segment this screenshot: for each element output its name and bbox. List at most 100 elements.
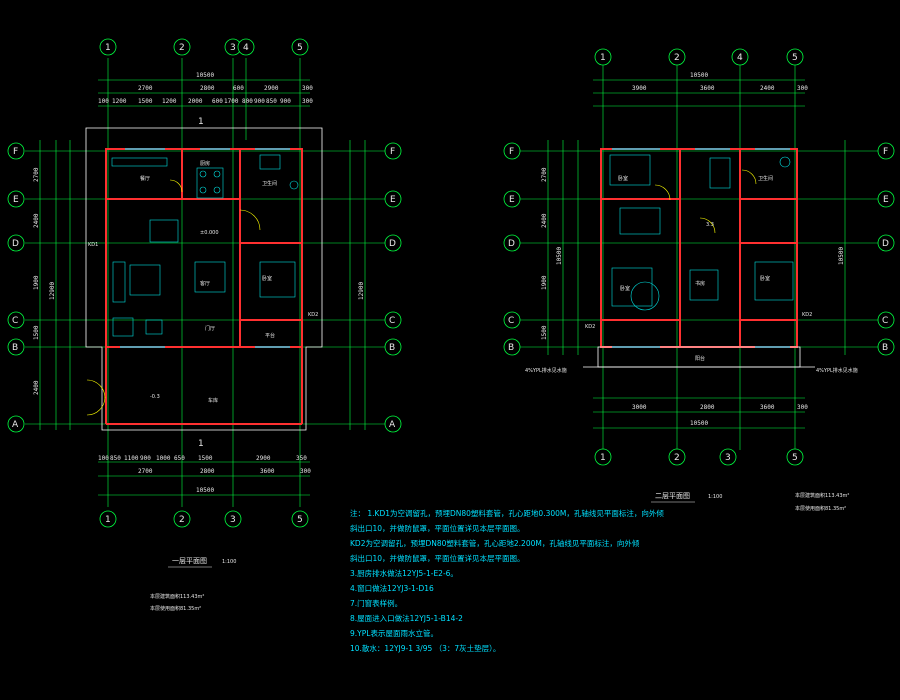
note-line-10: 10.散水：12YJ9-1 3/95 （3：7灰土垫层）。: [350, 643, 500, 653]
left-mark-kd2: KD2: [308, 312, 318, 318]
left-top-small-1: 100: [98, 98, 109, 105]
left-axis-label-x2-top: 2: [179, 43, 185, 53]
left-bottom-small-3: 1100: [124, 455, 139, 462]
left-bottom-small-6: 650: [174, 455, 185, 462]
left-top-dim-5: 300: [302, 85, 313, 92]
left-axis-label-E: E: [13, 195, 19, 205]
right-side-total: 10500: [556, 247, 563, 265]
right-mark-kd2-right: KD2: [802, 312, 812, 318]
left-room-label-terrace: 平台: [265, 332, 275, 339]
left-axis-label-x2-bottom: 2: [179, 515, 185, 525]
left-room-label-bath: 卫生间: [262, 180, 277, 187]
left-bottom-dim-3: 3600: [260, 468, 275, 475]
left-top-small-8: 800: [242, 98, 253, 105]
left-axis-label-x5-top: 5: [297, 43, 303, 53]
note-line-5: 3.厨房排水做法12YJ5-1-E2-6。: [350, 568, 458, 578]
left-windows: [120, 148, 290, 348]
left-axis-label-C: C: [12, 316, 18, 326]
left-bottom-small-9: 350: [296, 455, 307, 462]
right-room-label-bedroom-1: 卧室: [618, 175, 628, 182]
right-axis-label-C-right: C: [882, 316, 888, 326]
right-plan-sub-note-2: 本层使用面积81.35m²: [795, 505, 846, 512]
right-dimension-lines: [547, 79, 846, 429]
left-mark-kd1: KD1: [88, 242, 98, 248]
right-top-dim-4: 300: [797, 85, 808, 92]
note-line-2: 斜出口10，并做防鼠罩，平面位置详见本层平面图。: [350, 523, 525, 533]
note-line-9: 9.YPL表示屋面雨水立管。: [350, 628, 438, 638]
right-floor-plan: 1 2 4 5 1 2 3 5 F E D C B F E D C B 1050…: [503, 48, 895, 512]
right-axis-label-C: C: [508, 316, 514, 326]
left-side-dim-4: 1500: [33, 325, 40, 340]
note-line-8: 8.屋面进入口做法12YJ5-1-B14-2: [350, 613, 463, 623]
left-room-label-kitchen: 厨房: [200, 160, 210, 167]
left-bottom-small-4: 900: [140, 455, 151, 462]
left-axis-label-x4-top: 4: [243, 43, 249, 53]
left-bottom-small-5: 1000: [156, 455, 171, 462]
right-room-label-bedroom-2: 卧室: [760, 275, 770, 282]
left-axis-label-x3-bottom: 3: [230, 515, 236, 525]
left-axis-label-B-right: B: [389, 343, 395, 353]
right-axis-label-E: E: [509, 195, 515, 205]
right-room-label-bath: 卫生间: [758, 175, 773, 182]
left-top-small-10: 850: [266, 98, 277, 105]
left-top-dim-2: 2800: [200, 85, 215, 92]
left-plan-title: 一层平面图: [172, 557, 207, 565]
left-axis-markers-y: [7, 142, 402, 433]
right-axis-label-B-right: B: [882, 343, 888, 353]
note-line-3: KD2为空调留孔，预埋DN80塑料套管，孔心距地2.200M，孔轴线见平面标注，…: [350, 538, 640, 548]
left-axis-label-x5-bottom: 5: [297, 515, 303, 525]
left-axis-label-x1-top: 1: [105, 43, 111, 53]
left-bottom-dim-4: 300: [300, 468, 311, 475]
left-axis-label-D-right: D: [389, 239, 396, 249]
left-side-dim-5: 2400: [33, 380, 40, 395]
right-top-total-dim: 10500: [690, 72, 708, 79]
left-top-total-dim: 10500: [196, 72, 214, 79]
right-axis-label-F-right: F: [883, 147, 888, 157]
design-notes: 注： 1.KD1为空调留孔，预埋DN80塑料套管，孔心距地0.300M，孔轴线见…: [350, 508, 664, 653]
left-dimension-lines: [39, 79, 366, 496]
left-bottom-small-2: 850: [110, 455, 121, 462]
right-side-dim-1: 2700: [541, 167, 548, 182]
right-right-side-total: 10500: [838, 247, 845, 265]
left-mark-elevation: ±0.000: [200, 230, 219, 236]
right-room-label-study: 书房: [695, 280, 705, 287]
left-axis-label-F-right: F: [390, 147, 395, 157]
left-room-label-dining: 餐厅: [140, 175, 150, 182]
right-axis-label-F: F: [509, 147, 514, 157]
right-axis-label-D-right: D: [882, 239, 889, 249]
right-outline: [583, 346, 815, 368]
left-axis-label-E-right: E: [390, 195, 396, 205]
right-bottom-dim-2: 2800: [700, 404, 715, 411]
note-line-7: 7.门窗表样例。: [350, 598, 402, 608]
right-mark-kd2-left: KD2: [585, 324, 595, 330]
right-top-dim-1: 3900: [632, 85, 647, 92]
left-axis-markers-x: [99, 38, 309, 528]
right-axis-label-x5-bottom: 5: [792, 453, 798, 463]
right-bottom-total-dim: 10500: [690, 420, 708, 427]
right-walls: [600, 148, 798, 348]
left-section-mark-bottom: 1: [198, 439, 204, 449]
left-bottom-small-1: 100: [98, 455, 109, 462]
left-room-label-bedroom: 卧室: [262, 275, 272, 282]
left-top-small-12: 300: [302, 98, 313, 105]
left-top-small-6: 600: [212, 98, 223, 105]
right-axis-label-D: D: [508, 239, 515, 249]
left-top-dim-3: 600: [233, 85, 244, 92]
right-windows: [612, 148, 790, 348]
right-mark-drain-right: 4%YPL排水见水施: [816, 367, 858, 374]
left-side-dim-3: 1900: [33, 275, 40, 290]
left-plan-scale: 1:100: [222, 559, 236, 565]
left-axis-label-x1-bottom: 1: [105, 515, 111, 525]
left-right-side-total: 12900: [358, 282, 365, 300]
right-bottom-dim-3: 3600: [760, 404, 775, 411]
left-floor-plan: 1 2 3 4 5 1 2 3 5 F E D C B A F E D C B …: [7, 38, 402, 612]
right-axis-grid-lines: [520, 58, 880, 450]
left-bottom-dim-2: 2800: [200, 468, 215, 475]
left-side-dim-2: 2400: [33, 213, 40, 228]
left-top-small-11: 900: [280, 98, 291, 105]
right-side-dim-2: 2400: [541, 213, 548, 228]
left-bottom-small-7: 1500: [198, 455, 213, 462]
left-side-dim-1: 2700: [33, 167, 40, 182]
